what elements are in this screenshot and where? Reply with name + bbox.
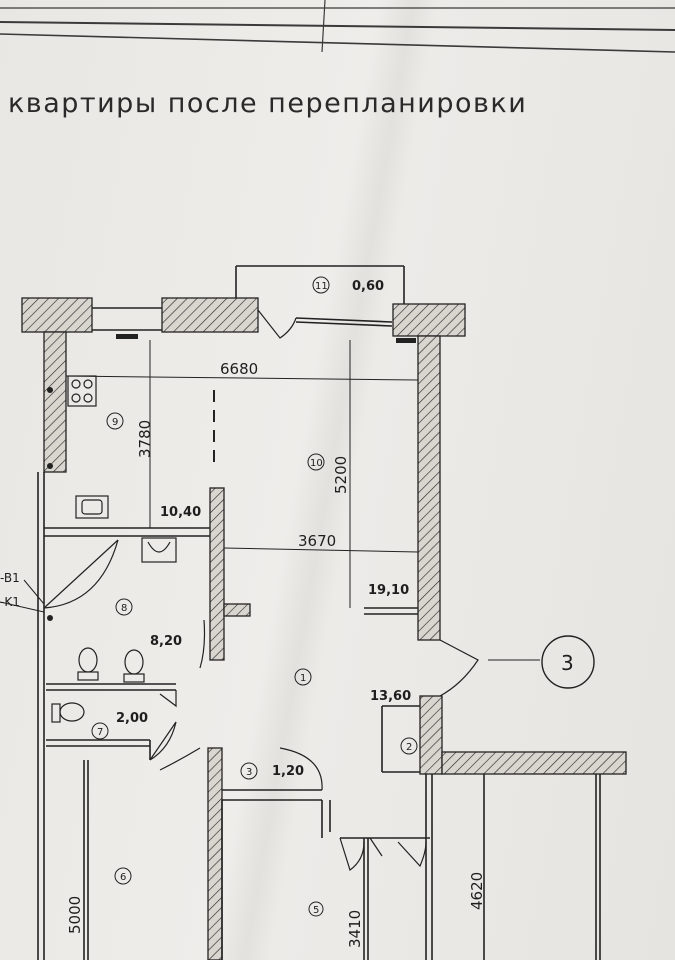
- room-number-circles: [91, 276, 418, 917]
- room-7-number: 7: [97, 727, 103, 738]
- riser-label-k1: -K1: [0, 595, 20, 609]
- exterior-walls: [21, 297, 627, 960]
- section-marker-label: 3: [561, 651, 574, 675]
- room-5-number: 5: [313, 905, 319, 916]
- room-9-number: 9: [112, 417, 118, 428]
- dimension-lines: [0, 340, 540, 661]
- room-8-number: 8: [121, 603, 127, 614]
- room-6-number: 6: [120, 872, 126, 883]
- dim-living-width: 3670: [298, 532, 336, 550]
- room-8-area: 8,20: [150, 634, 182, 649]
- bath-sink-icon: [141, 537, 177, 563]
- room-10-area: 19,10: [368, 583, 409, 598]
- stove-icon: [67, 375, 97, 407]
- door-swings: [43, 309, 479, 871]
- dim-room5-depth: 3410: [346, 910, 364, 948]
- room-7-area: 2,00: [116, 711, 148, 726]
- dim-room6-depth: 5000: [66, 896, 84, 934]
- dim-living-depth: 5200: [332, 456, 350, 494]
- room-2-number: 2: [406, 742, 412, 753]
- room-11-number: 11: [315, 281, 328, 292]
- room-1-number: 1: [300, 673, 306, 684]
- toilet-icon: [51, 647, 145, 723]
- room-10-number: 10: [310, 458, 323, 469]
- riser-label-b1: -B1: [0, 571, 20, 585]
- room-3-number: 3: [246, 767, 252, 778]
- dim-kitchen-depth: 3780: [136, 420, 154, 458]
- room-9-area: 10,40: [160, 505, 201, 520]
- room-1-area: 13,60: [370, 689, 411, 704]
- room-3-area: 1,20: [272, 764, 304, 779]
- room-11-area: 0,60: [352, 279, 384, 294]
- kitchen-sink-icon: [75, 495, 109, 519]
- dim-width-total: 6680: [220, 360, 258, 378]
- partitions: [37, 265, 601, 960]
- section-marker-circle: [541, 635, 595, 689]
- title-block-lines: [0, 0, 675, 53]
- plan-title: квартиры после перепланировки: [8, 88, 528, 119]
- vent-markers: [47, 334, 416, 621]
- dim-right-room-depth: 4620: [468, 872, 486, 910]
